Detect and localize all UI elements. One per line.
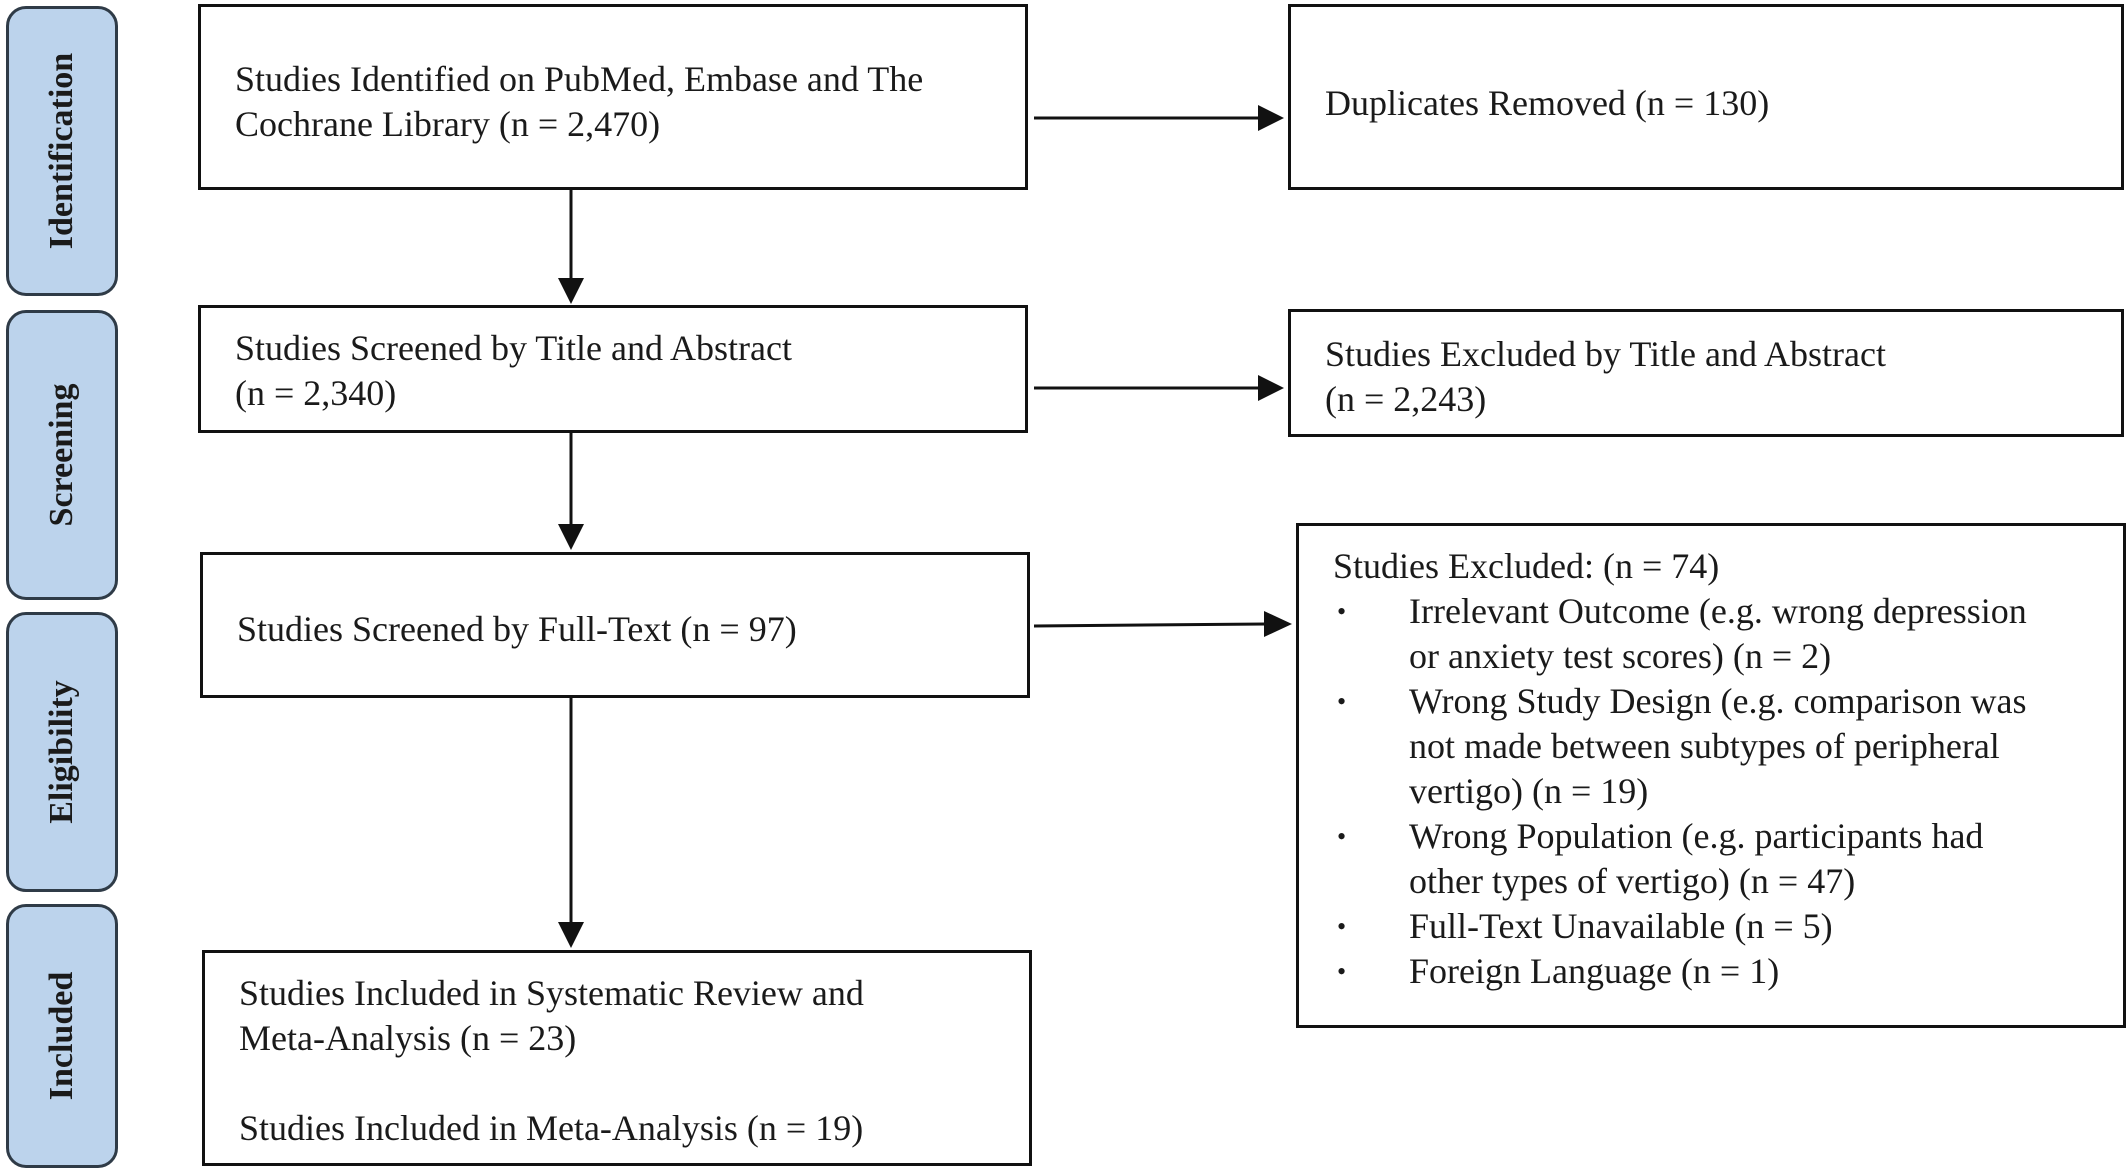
exclusion-heading: Studies Excluded: (n = 74) — [1333, 546, 1720, 586]
reason-line: Wrong Population (e.g. participants had — [1409, 816, 1984, 856]
box-studies-excluded-full-text: Studies Excluded: (n = 74) • Irrelevant … — [1296, 523, 2126, 1028]
bullet-icon: • — [1337, 597, 1347, 626]
arrow-to-excluded-title-abstract — [1034, 375, 1284, 401]
arrow-to-full-text — [558, 433, 584, 550]
arrow-to-included — [558, 698, 584, 948]
exclusion-reason-item: • Wrong Study Design (e.g. comparison wa… — [1333, 679, 2027, 814]
exclusion-reason-item: • Irrelevant Outcome (e.g. wrong depress… — [1333, 589, 2027, 679]
box-text-line: (n = 2,243) — [1325, 379, 1487, 419]
box-text-line: Meta-Analysis (n = 23) — [239, 1018, 577, 1058]
box-studies-included: Studies Included in Systematic Review an… — [202, 950, 1032, 1166]
box-text-line: Studies Identified on PubMed, Embase and… — [235, 59, 924, 99]
arrow-to-excluded-full-text — [1033, 611, 1292, 637]
arrow-to-duplicates — [1034, 105, 1284, 131]
bullet-icon: • — [1337, 822, 1347, 851]
reason-line: or anxiety test scores) (n = 2) — [1409, 636, 1832, 676]
exclusion-reasons-list: • Irrelevant Outcome (e.g. wrong depress… — [1333, 589, 2027, 994]
arrow-to-screened — [558, 190, 584, 304]
box-text-line: Studies Included in Meta-Analysis (n = 1… — [239, 1108, 864, 1148]
phase-identification: Identification — [6, 6, 118, 296]
box-studies-excluded-title-abstract: Studies Excluded by Title and Abstract (… — [1288, 309, 2124, 437]
exclusion-reason-item: • Wrong Population (e.g. participants ha… — [1333, 814, 2027, 904]
box-text-line: Studies Excluded by Title and Abstract — [1325, 334, 1886, 374]
reason-line: Foreign Language (n = 1) — [1409, 951, 1780, 991]
box-text-line: Studies Screened by Title and Abstract — [235, 328, 792, 368]
phase-screening: Screening — [6, 310, 118, 600]
box-text-line: (n = 2,340) — [235, 373, 397, 413]
bullet-icon: • — [1337, 687, 1347, 716]
box-studies-screened: Studies Screened by Title and Abstract (… — [198, 305, 1028, 433]
reason-line: vertigo) (n = 19) — [1409, 771, 1649, 811]
box-text-line: Cochrane Library (n = 2,470) — [235, 104, 661, 144]
reason-line: not made between subtypes of peripheral — [1409, 726, 2000, 766]
box-studies-screened-full-text: Studies Screened by Full-Text (n = 97) — [200, 552, 1030, 698]
reason-line: Full-Text Unavailable (n = 5) — [1409, 906, 1833, 946]
box-studies-identified: Studies Identified on PubMed, Embase and… — [198, 4, 1028, 190]
phase-included: Included — [6, 904, 118, 1168]
box-text-line: Studies Screened by Full-Text (n = 97) — [237, 609, 797, 649]
box-text-line: Duplicates Removed (n = 130) — [1325, 83, 1770, 123]
box-duplicates-removed: Duplicates Removed (n = 130) — [1288, 4, 2124, 190]
bullet-icon: • — [1337, 957, 1347, 986]
reason-line: other types of vertigo) (n = 47) — [1409, 861, 1856, 901]
phase-eligibility: Eligibility — [6, 612, 118, 892]
reason-line: Wrong Study Design (e.g. comparison was — [1409, 681, 2027, 721]
exclusion-reason-item: • Foreign Language (n = 1) — [1333, 949, 2027, 994]
exclusion-reason-item: • Full-Text Unavailable (n = 5) — [1333, 904, 2027, 949]
box-text-line: Studies Included in Systematic Review an… — [239, 973, 864, 1013]
reason-line: Irrelevant Outcome (e.g. wrong depressio… — [1409, 591, 2027, 631]
bullet-icon: • — [1337, 912, 1347, 941]
